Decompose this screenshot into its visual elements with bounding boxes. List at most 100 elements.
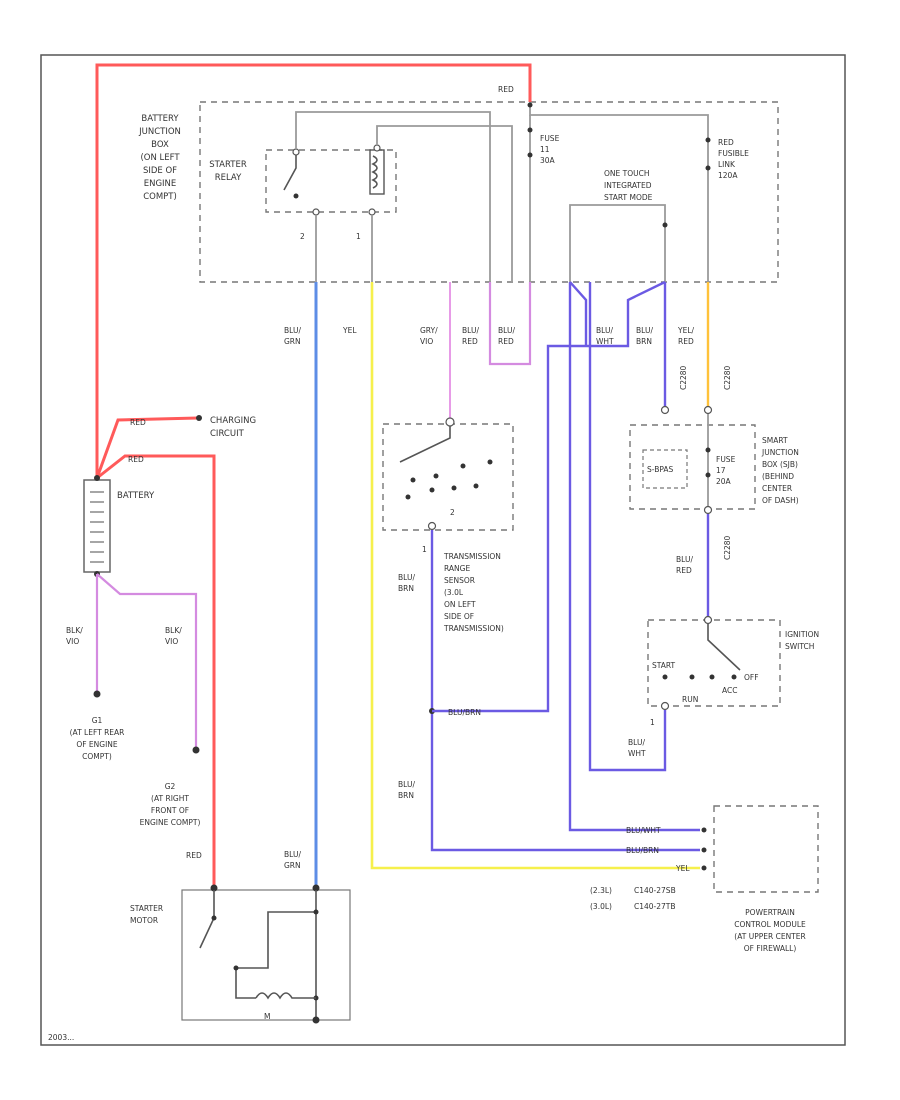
- ignition-switch-arm: [707, 624, 741, 671]
- wire-label-red-battery: RED: [128, 455, 144, 464]
- relay-pin-2-label: 2: [300, 232, 305, 241]
- ignition-pin-1-terminal: [660, 701, 670, 711]
- smart-junction-box: [629, 424, 756, 510]
- battery-junction-box-label: BATTERY JUNCTION BOX (ON LEFT SIDE OF EN…: [138, 114, 181, 202]
- ignition-pin-1-label: 1: [650, 718, 655, 727]
- wire-label-blu-red-c-1: BLU/: [676, 555, 693, 564]
- diagram-id-label: 2003...: [48, 1033, 74, 1042]
- ignition-pos-run: RUN: [682, 695, 698, 704]
- trs-pin-2-label: 2: [450, 508, 455, 517]
- wire-label-blu-red-a-2: RED: [462, 337, 478, 346]
- starter-motor: [181, 889, 351, 1021]
- ignition-pos-acc: ACC: [722, 686, 737, 695]
- ground-g1: [93, 690, 101, 698]
- bjb-label-line-5: SIDE OF: [143, 166, 177, 176]
- bjb-label-line-3: BOX: [151, 140, 169, 150]
- trs-label-7: TRANSMISSION): [443, 624, 504, 633]
- starter-switch-pivot: [211, 915, 217, 921]
- blu-wht-pcm-wire: [568, 281, 700, 832]
- trs-pin-1-label: 1: [422, 545, 427, 554]
- trs-label-5: ON LEFT: [444, 600, 476, 609]
- trs-label-3: SENSOR: [444, 576, 475, 585]
- sjb-fuse-label-2: 17: [716, 466, 726, 475]
- sjb-fuse-dot-a: [705, 447, 711, 453]
- wire-label-blu-wht-b-1: BLU/: [628, 738, 645, 747]
- one-touch-label-2: INTEGRATED: [604, 181, 652, 190]
- wire-label-pcm-blu-brn: BLU/BRN: [626, 846, 659, 855]
- wire-label-red-charging: RED: [130, 418, 146, 427]
- blu-wht-ignition-wire: [588, 282, 667, 772]
- wire-label-blu-red-a-1: BLU/: [462, 326, 479, 335]
- bjb-label-line-1: BATTERY: [141, 114, 179, 124]
- transmission-range-sensor: [382, 423, 514, 531]
- relay-pin-2-dot: [312, 208, 320, 216]
- ignition-contact-start: [689, 674, 695, 680]
- trs-switch-arm: [399, 426, 451, 463]
- connector-c2280-a: C2280: [679, 365, 688, 390]
- wire-label-blu-brn-trs-2: BRN: [398, 584, 414, 593]
- blu-red-loop-wire: [488, 282, 532, 366]
- wire-label-blu-brn-trs-1: BLU/: [398, 573, 415, 582]
- battery: [83, 479, 111, 573]
- wire-label-blu-grn-b-1: BLU/: [284, 850, 301, 859]
- g2-label-3: FRONT OF: [151, 806, 189, 815]
- one-touch-dot: [662, 222, 668, 228]
- wire-label-g1-2: VIO: [66, 637, 79, 646]
- starter-motor-m-label: M: [264, 1012, 270, 1021]
- relay-contact-bottom: [293, 193, 299, 199]
- ignition-pos-off: OFF: [744, 673, 759, 682]
- blu-brn-trs-wire: [430, 530, 700, 852]
- starter-motor-label-2: MOTOR: [130, 916, 158, 925]
- bjb-label-line-2: JUNCTION: [138, 127, 181, 137]
- starter-internal-wire-a: [235, 890, 317, 999]
- relay-contact-top: [292, 148, 300, 156]
- ground-g2: [192, 746, 200, 754]
- trs-bottom-terminal: [427, 521, 437, 531]
- ignition-switch-label-2: SWITCH: [785, 642, 814, 651]
- relay-pin-1-label: 1: [356, 232, 361, 241]
- connector-c2280-c: C2280: [723, 535, 732, 560]
- wire-label-blu-wht-a-1: BLU/: [596, 326, 613, 335]
- sjb-label-6: OF DASH): [762, 496, 799, 505]
- wire-label-blu-wht-b-2: WHT: [628, 749, 646, 758]
- bjb-internal-wire-a: [295, 111, 491, 282]
- sjb-label: SMART JUNCTION BOX (SJB) (BEHIND CENTER …: [761, 436, 799, 505]
- wire-label-pcm-blu-wht: BLU/WHT: [626, 826, 661, 835]
- wire-label-yel-a: YEL: [342, 326, 357, 335]
- wire-label-blu-red-b-2: RED: [498, 337, 514, 346]
- starter-relay-label-1: STARTER: [209, 160, 247, 170]
- g2-label-1: G2: [165, 782, 176, 791]
- pcm-conn-2-engine: (3.0L): [590, 902, 612, 911]
- g2-label-4: ENGINE COMPT): [140, 818, 201, 827]
- pcm-label-1: POWERTRAIN: [745, 908, 795, 917]
- one-touch-label-3: START MODE: [604, 193, 653, 202]
- fuse-11-top-dot: [527, 102, 533, 108]
- ground-g2-wire: [96, 573, 198, 748]
- ignition-switch-label-1: IGNITION: [785, 630, 819, 639]
- fuse-11-label-2: 11: [540, 145, 550, 154]
- wire-label-pcm-yel: YEL: [675, 864, 690, 873]
- sjb-label-4: (BEHIND: [762, 472, 794, 481]
- yel-wire: [370, 282, 700, 870]
- battery-label: BATTERY: [117, 491, 155, 501]
- sjb-terminal-b: [703, 405, 713, 415]
- battery-cells: [90, 491, 104, 563]
- fuse-11-label-1: FUSE: [540, 134, 560, 143]
- s-bpas-module: [642, 449, 688, 489]
- starter-b-plus-terminal: [210, 884, 218, 892]
- wire-label-g2-1: BLK/: [165, 626, 182, 635]
- wire-label-blu-grn-a-2: GRN: [284, 337, 301, 346]
- wire-label-yel-red-2: RED: [678, 337, 694, 346]
- trs-label-4: (3.0L: [444, 588, 464, 597]
- trs-label-6: SIDE OF: [444, 612, 474, 621]
- relay-pin-1-dot: [368, 208, 376, 216]
- wire-label-blu-brn-b: BLU/BRN: [448, 708, 481, 717]
- bjb-label-line-4: (ON LEFT: [140, 153, 180, 163]
- g1-label-1: G1: [92, 716, 103, 725]
- relay-coil-top: [373, 144, 381, 152]
- fusible-link-label-3: LINK: [718, 160, 736, 169]
- trs-label-2: RANGE: [444, 564, 470, 573]
- starter-ground-terminal: [312, 1016, 320, 1024]
- red-starter-wire: [96, 454, 216, 888]
- sjb-fuse-label-1: FUSE: [716, 455, 736, 464]
